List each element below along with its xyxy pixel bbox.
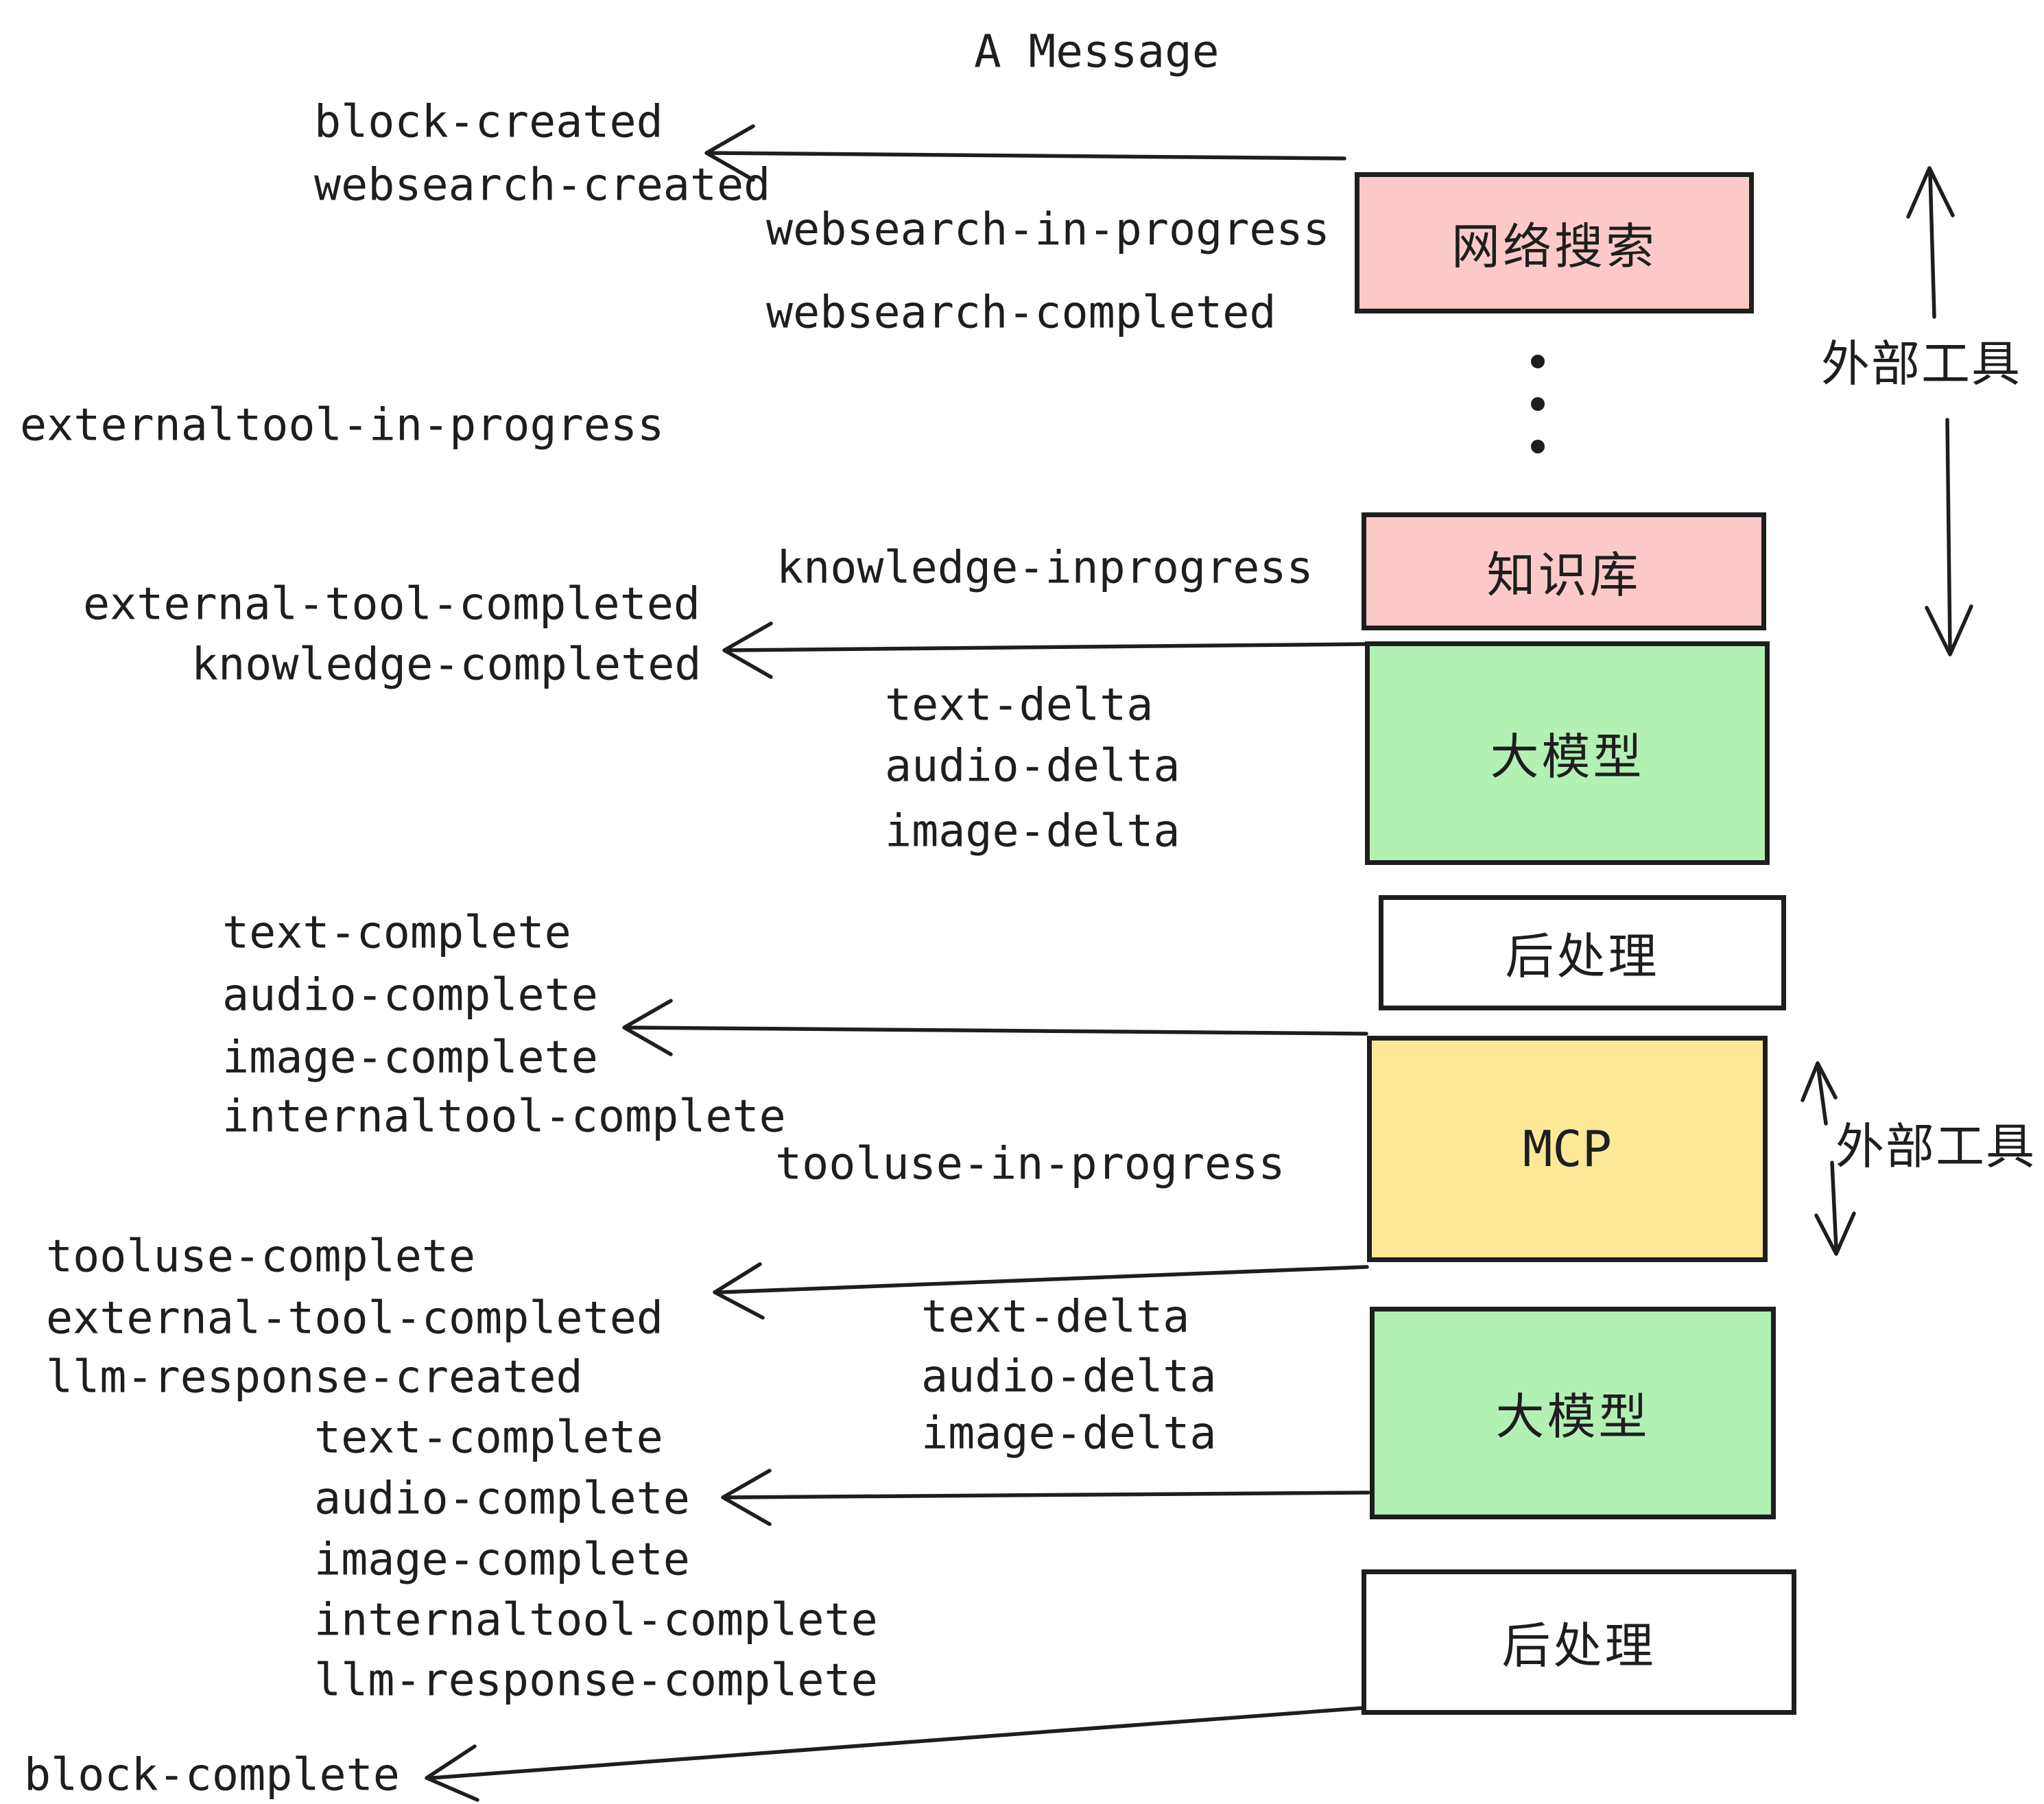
arrow-websearch-to-created — [704, 124, 1346, 182]
event-text-delta-1: text-delta — [885, 679, 1154, 731]
event-image-delta-2: image-delta — [921, 1408, 1217, 1460]
event-audio-delta-1: audio-delta — [885, 740, 1180, 792]
event-text-delta-2: text-delta — [921, 1291, 1190, 1343]
event-knowledge-completed: knowledge-completed — [191, 639, 702, 691]
box-web-search-label: 网络搜索 — [1451, 220, 1657, 274]
arrow-external-tools-down-2 — [1814, 1161, 1856, 1256]
box-post-process-1: 后处理 — [1379, 895, 1786, 1010]
arrow-to-knowledge-completed — [722, 621, 1367, 679]
arrow-to-image-complete — [622, 999, 1368, 1056]
event-tooluse-complete: tooluse-complete — [46, 1231, 476, 1283]
event-audio-complete-2: audio-complete — [314, 1473, 690, 1525]
event-text-complete-2: text-complete — [314, 1412, 663, 1464]
event-externaltool-in-progress: externaltool-in-progress — [20, 399, 665, 451]
annotation-external-tools-1: 外部工具 — [1821, 337, 2022, 392]
arrow-external-tools-down-1 — [1925, 418, 1973, 656]
event-external-tool-completed-2: external-tool-completed — [46, 1292, 664, 1344]
event-image-delta-1: image-delta — [885, 805, 1180, 857]
box-llm-1: 大模型 — [1365, 641, 1770, 865]
event-websearch-created: websearch-created — [314, 159, 771, 211]
arrow-to-block-complete — [425, 1706, 1365, 1802]
box-knowledge-base-label: 知识库 — [1486, 549, 1641, 603]
event-audio-complete-1: audio-complete — [222, 969, 598, 1021]
event-llm-response-complete: llm-response-complete — [314, 1654, 878, 1707]
event-internaltool-complete-1: internaltool-complete — [222, 1091, 786, 1143]
event-image-complete-2: image-complete — [314, 1534, 690, 1586]
box-web-search: 网络搜索 — [1355, 172, 1754, 313]
arrow-to-audio-complete — [721, 1469, 1370, 1526]
annotation-external-tools-2: 外部工具 — [1835, 1120, 2036, 1174]
event-knowledge-inprogress: knowledge-inprogress — [776, 542, 1314, 594]
event-image-complete-1: image-complete — [222, 1032, 598, 1084]
event-text-complete-1: text-complete — [222, 907, 571, 959]
event-websearch-completed: websearch-completed — [766, 287, 1276, 339]
arrow-to-external-tool-completed — [713, 1262, 1369, 1320]
event-block-complete: block-complete — [24, 1749, 400, 1801]
box-llm-1-label: 大模型 — [1490, 731, 1645, 785]
event-external-tool-completed-1: external-tool-completed — [83, 578, 701, 630]
box-post-process-2: 后处理 — [1362, 1569, 1796, 1715]
page-title: A Message — [974, 25, 1220, 78]
event-llm-response-created: llm-response-created — [46, 1351, 583, 1403]
box-post-process-2-label: 后处理 — [1501, 1619, 1656, 1674]
box-mcp-label: MCP — [1522, 1120, 1613, 1178]
event-audio-delta-2: audio-delta — [921, 1351, 1217, 1403]
event-websearch-in-progress: websearch-in-progress — [766, 204, 1330, 256]
arrow-external-tools-up-1 — [1906, 166, 1955, 319]
arrow-external-tools-up-2 — [1801, 1061, 1838, 1126]
ellipsis-dots — [1531, 355, 1545, 453]
box-mcp: MCP — [1367, 1036, 1768, 1262]
box-post-process-1-label: 后处理 — [1505, 930, 1660, 984]
event-internaltool-complete-2: internaltool-complete — [314, 1594, 878, 1646]
event-tooluse-in-progress: tooluse-in-progress — [775, 1138, 1285, 1190]
box-llm-2: 大模型 — [1370, 1307, 1776, 1519]
box-llm-2-label: 大模型 — [1495, 1390, 1650, 1445]
event-block-created: block-created — [314, 96, 663, 148]
box-knowledge-base: 知识库 — [1362, 512, 1766, 630]
